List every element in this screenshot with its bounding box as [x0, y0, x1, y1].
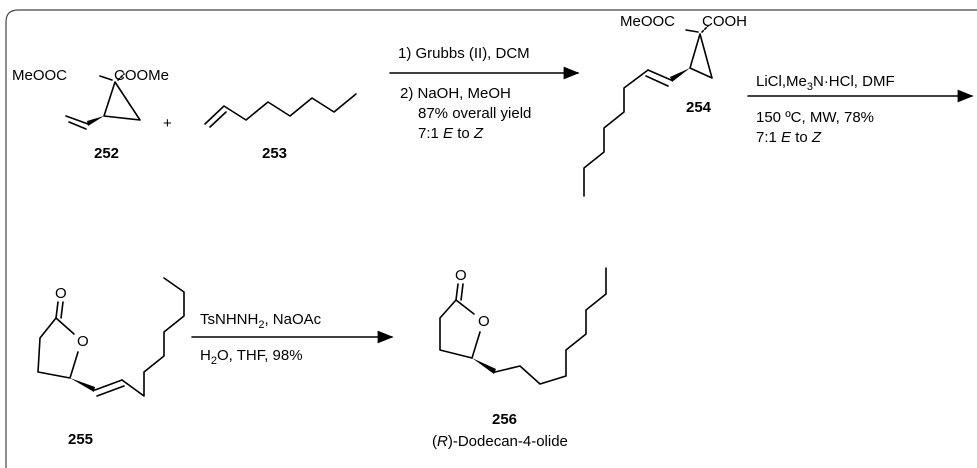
c254-right-group: COOH	[702, 13, 747, 30]
c252-left-group: MeOOC	[12, 67, 67, 84]
c255-wedge	[70, 378, 95, 392]
c256-chain	[494, 267, 607, 385]
c254-bond-left	[685, 29, 699, 33]
c255-ring-close	[55, 317, 75, 335]
c253-chain	[204, 93, 357, 125]
c254-chain	[583, 69, 649, 197]
c255-alkene-double	[96, 385, 125, 397]
c254-alkene	[647, 69, 672, 81]
compound-254: MeOOC COOH 254	[583, 13, 747, 197]
compound-255: O O 255	[37, 277, 185, 448]
c254-left-group: MeOOC	[620, 13, 675, 30]
scheme-frame	[5, 9, 977, 468]
arrow-step3: TsNHNH2, NaOAc H2O, THF, 98%	[191, 311, 394, 367]
step2-line2: 150 ºC, MW, 78%	[756, 109, 874, 126]
compound-256: O O 256 (R)-Dodecan-4-olide	[432, 267, 607, 450]
c255-ring	[37, 317, 79, 379]
step1-line2: 2) NaOH, MeOH	[400, 85, 511, 102]
step2-line3: 7:1 E to Z	[756, 129, 822, 146]
c256-carbonyl-o: O	[455, 267, 467, 284]
c253-double	[209, 111, 227, 128]
c255-alkene	[94, 379, 123, 391]
c252-bond-right	[117, 73, 125, 81]
step1-line1: 1) Grubbs (II), DCM	[398, 45, 530, 62]
c256-carbonyl-double	[460, 283, 464, 301]
c255-carbonyl	[55, 301, 59, 319]
c255-chain	[121, 277, 185, 397]
c256-wedge	[472, 358, 496, 374]
c254-alkene-double	[645, 75, 669, 87]
c252-wedge	[87, 116, 104, 126]
c252-number: 252	[94, 145, 119, 162]
c255-carbonyl-o: O	[55, 285, 67, 302]
c255-number: 255	[68, 431, 93, 448]
c252-right-group: COOMe	[114, 67, 169, 84]
arrow-step1: 1) Grubbs (II), DCM 2) NaOH, MeOH 87% ov…	[389, 45, 580, 142]
step1-line4: 7:1 E to Z	[418, 125, 484, 142]
c253-number: 253	[262, 145, 287, 162]
compound-252: MeOOC COOMe 252	[12, 67, 169, 162]
compound-253: 253	[204, 93, 357, 162]
c254-wedge	[670, 68, 690, 82]
c256-name: (R)-Dodecan-4-olide	[432, 433, 568, 450]
c255-carbonyl-double	[60, 301, 64, 319]
step3-line2: H2O, THF, 98%	[200, 347, 303, 367]
c256-ring	[439, 299, 481, 359]
plus-sign: +	[163, 115, 172, 132]
c254-bond-right	[701, 25, 709, 33]
c254-number: 254	[686, 99, 712, 116]
c252-vinyl-double	[68, 121, 87, 130]
step2-line1: LiCl,Me3N·HCl, DMF	[756, 73, 895, 93]
c256-ring-o: O	[478, 313, 490, 330]
c256-ring-close	[455, 299, 475, 315]
c252-vinyl	[65, 115, 89, 125]
c252-ring	[103, 81, 141, 121]
c254-ring	[689, 33, 713, 79]
step1-line3: 87% overall yield	[418, 105, 531, 122]
c252-bond-left	[99, 75, 113, 81]
arrow-step2: LiCl,Me3N·HCl, DMF 150 ºC, MW, 78% 7:1 E…	[747, 73, 974, 146]
c256-carbonyl	[455, 283, 459, 301]
step3-line1: TsNHNH2, NaOAc	[200, 311, 322, 331]
c255-ring-o: O	[77, 333, 89, 350]
c256-number: 256	[492, 411, 517, 428]
